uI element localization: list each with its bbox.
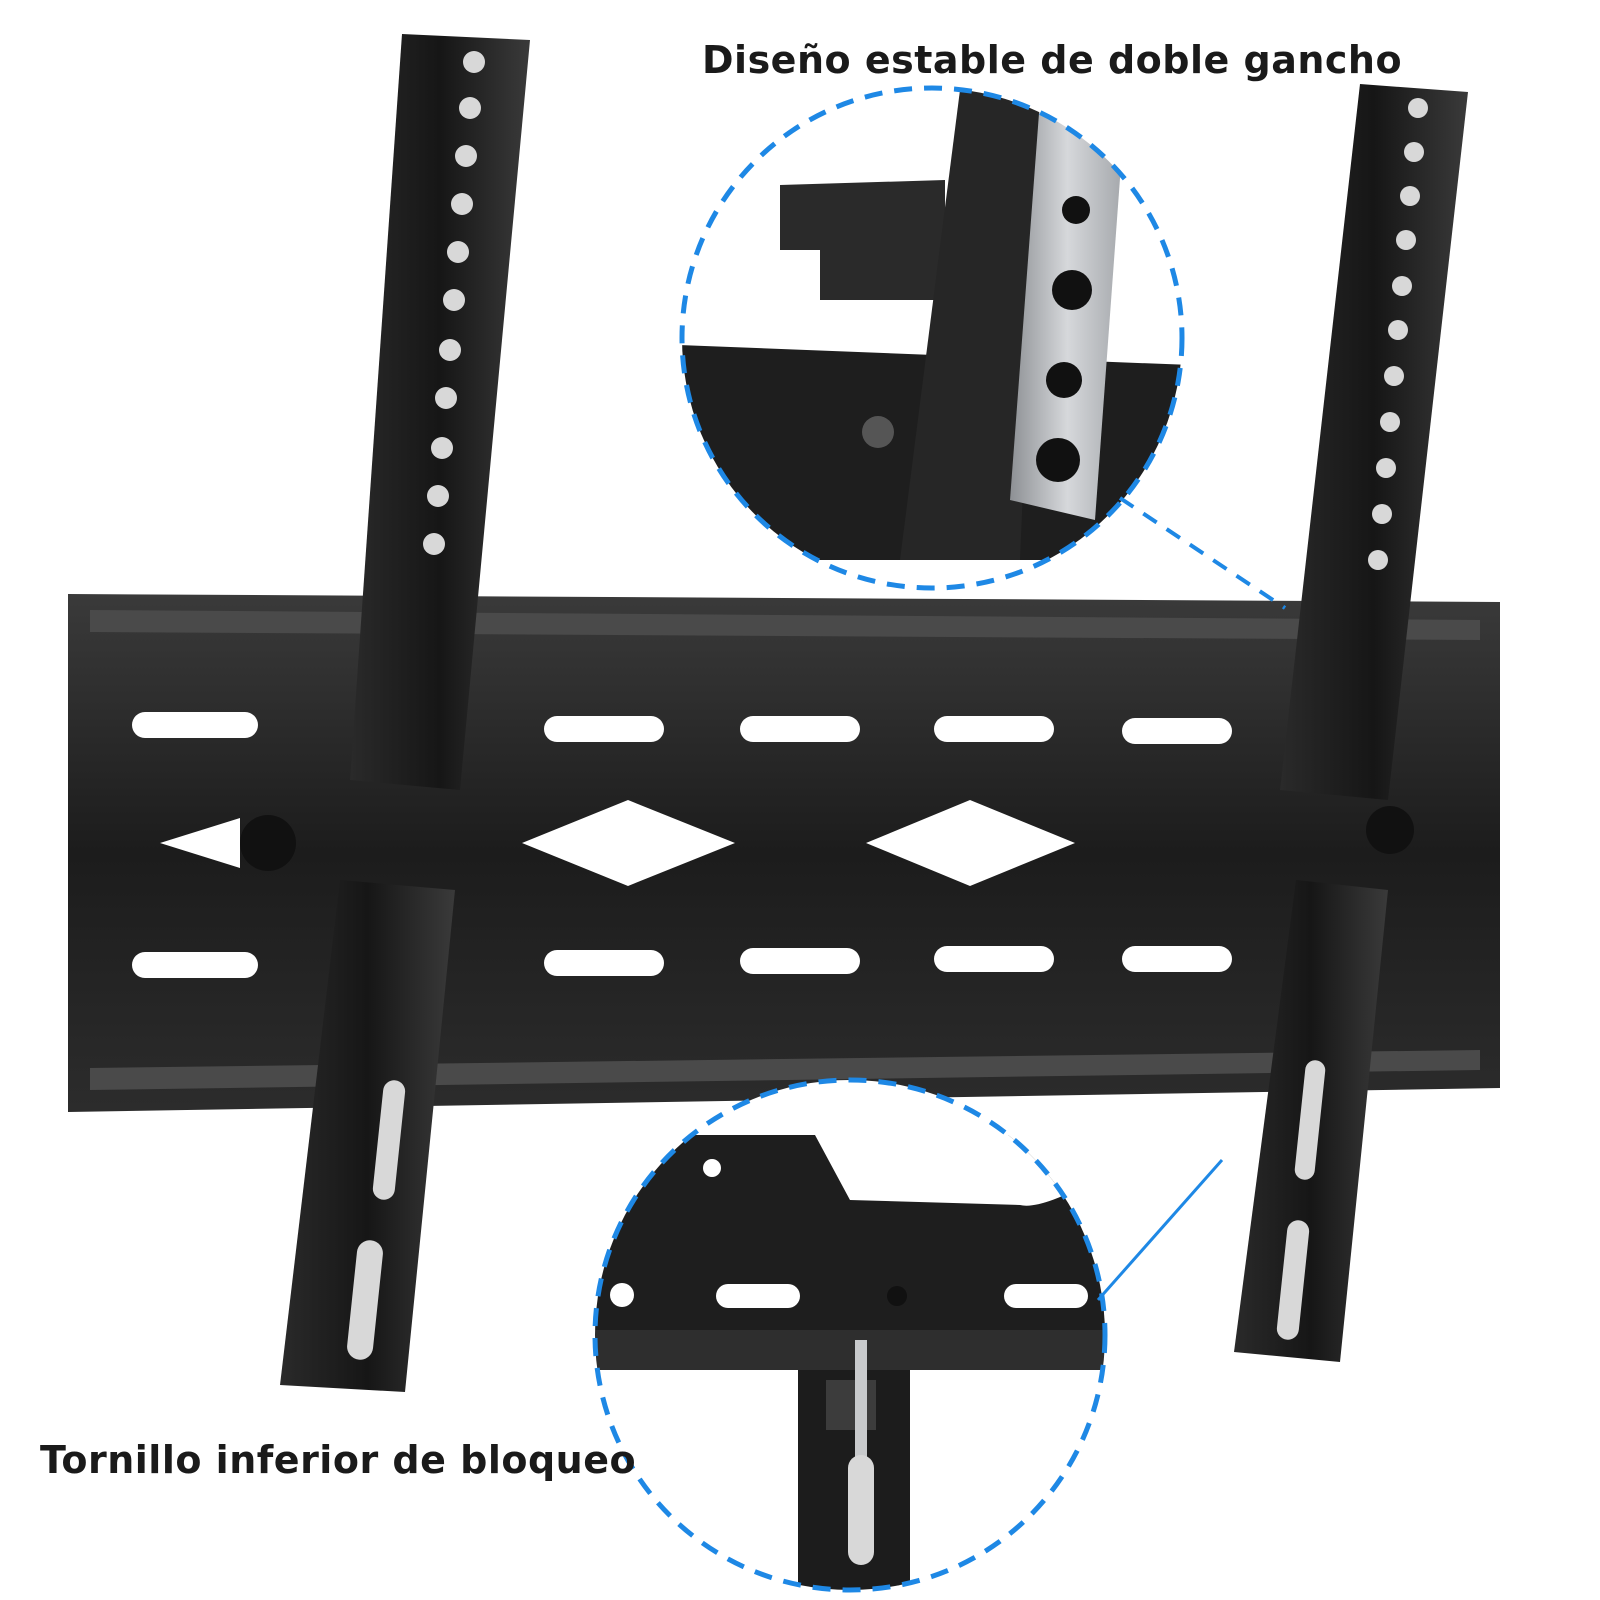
locking-screw-closeup (595, 1080, 1105, 1590)
left-mounting-arm (160, 34, 530, 1392)
bottom-callout-ring (592, 1077, 1108, 1593)
locking-screw-label: Tornillo inferior de bloqueo (40, 1438, 637, 1482)
top-callout-ring (679, 85, 1185, 591)
top-callout-leader (1118, 496, 1287, 610)
right-mounting-arm (1234, 84, 1468, 1362)
double-hook-label: Diseño estable de doble gancho (702, 38, 1403, 82)
double-hook-closeup (682, 90, 1182, 588)
bottom-callout-leader (1096, 1159, 1224, 1301)
